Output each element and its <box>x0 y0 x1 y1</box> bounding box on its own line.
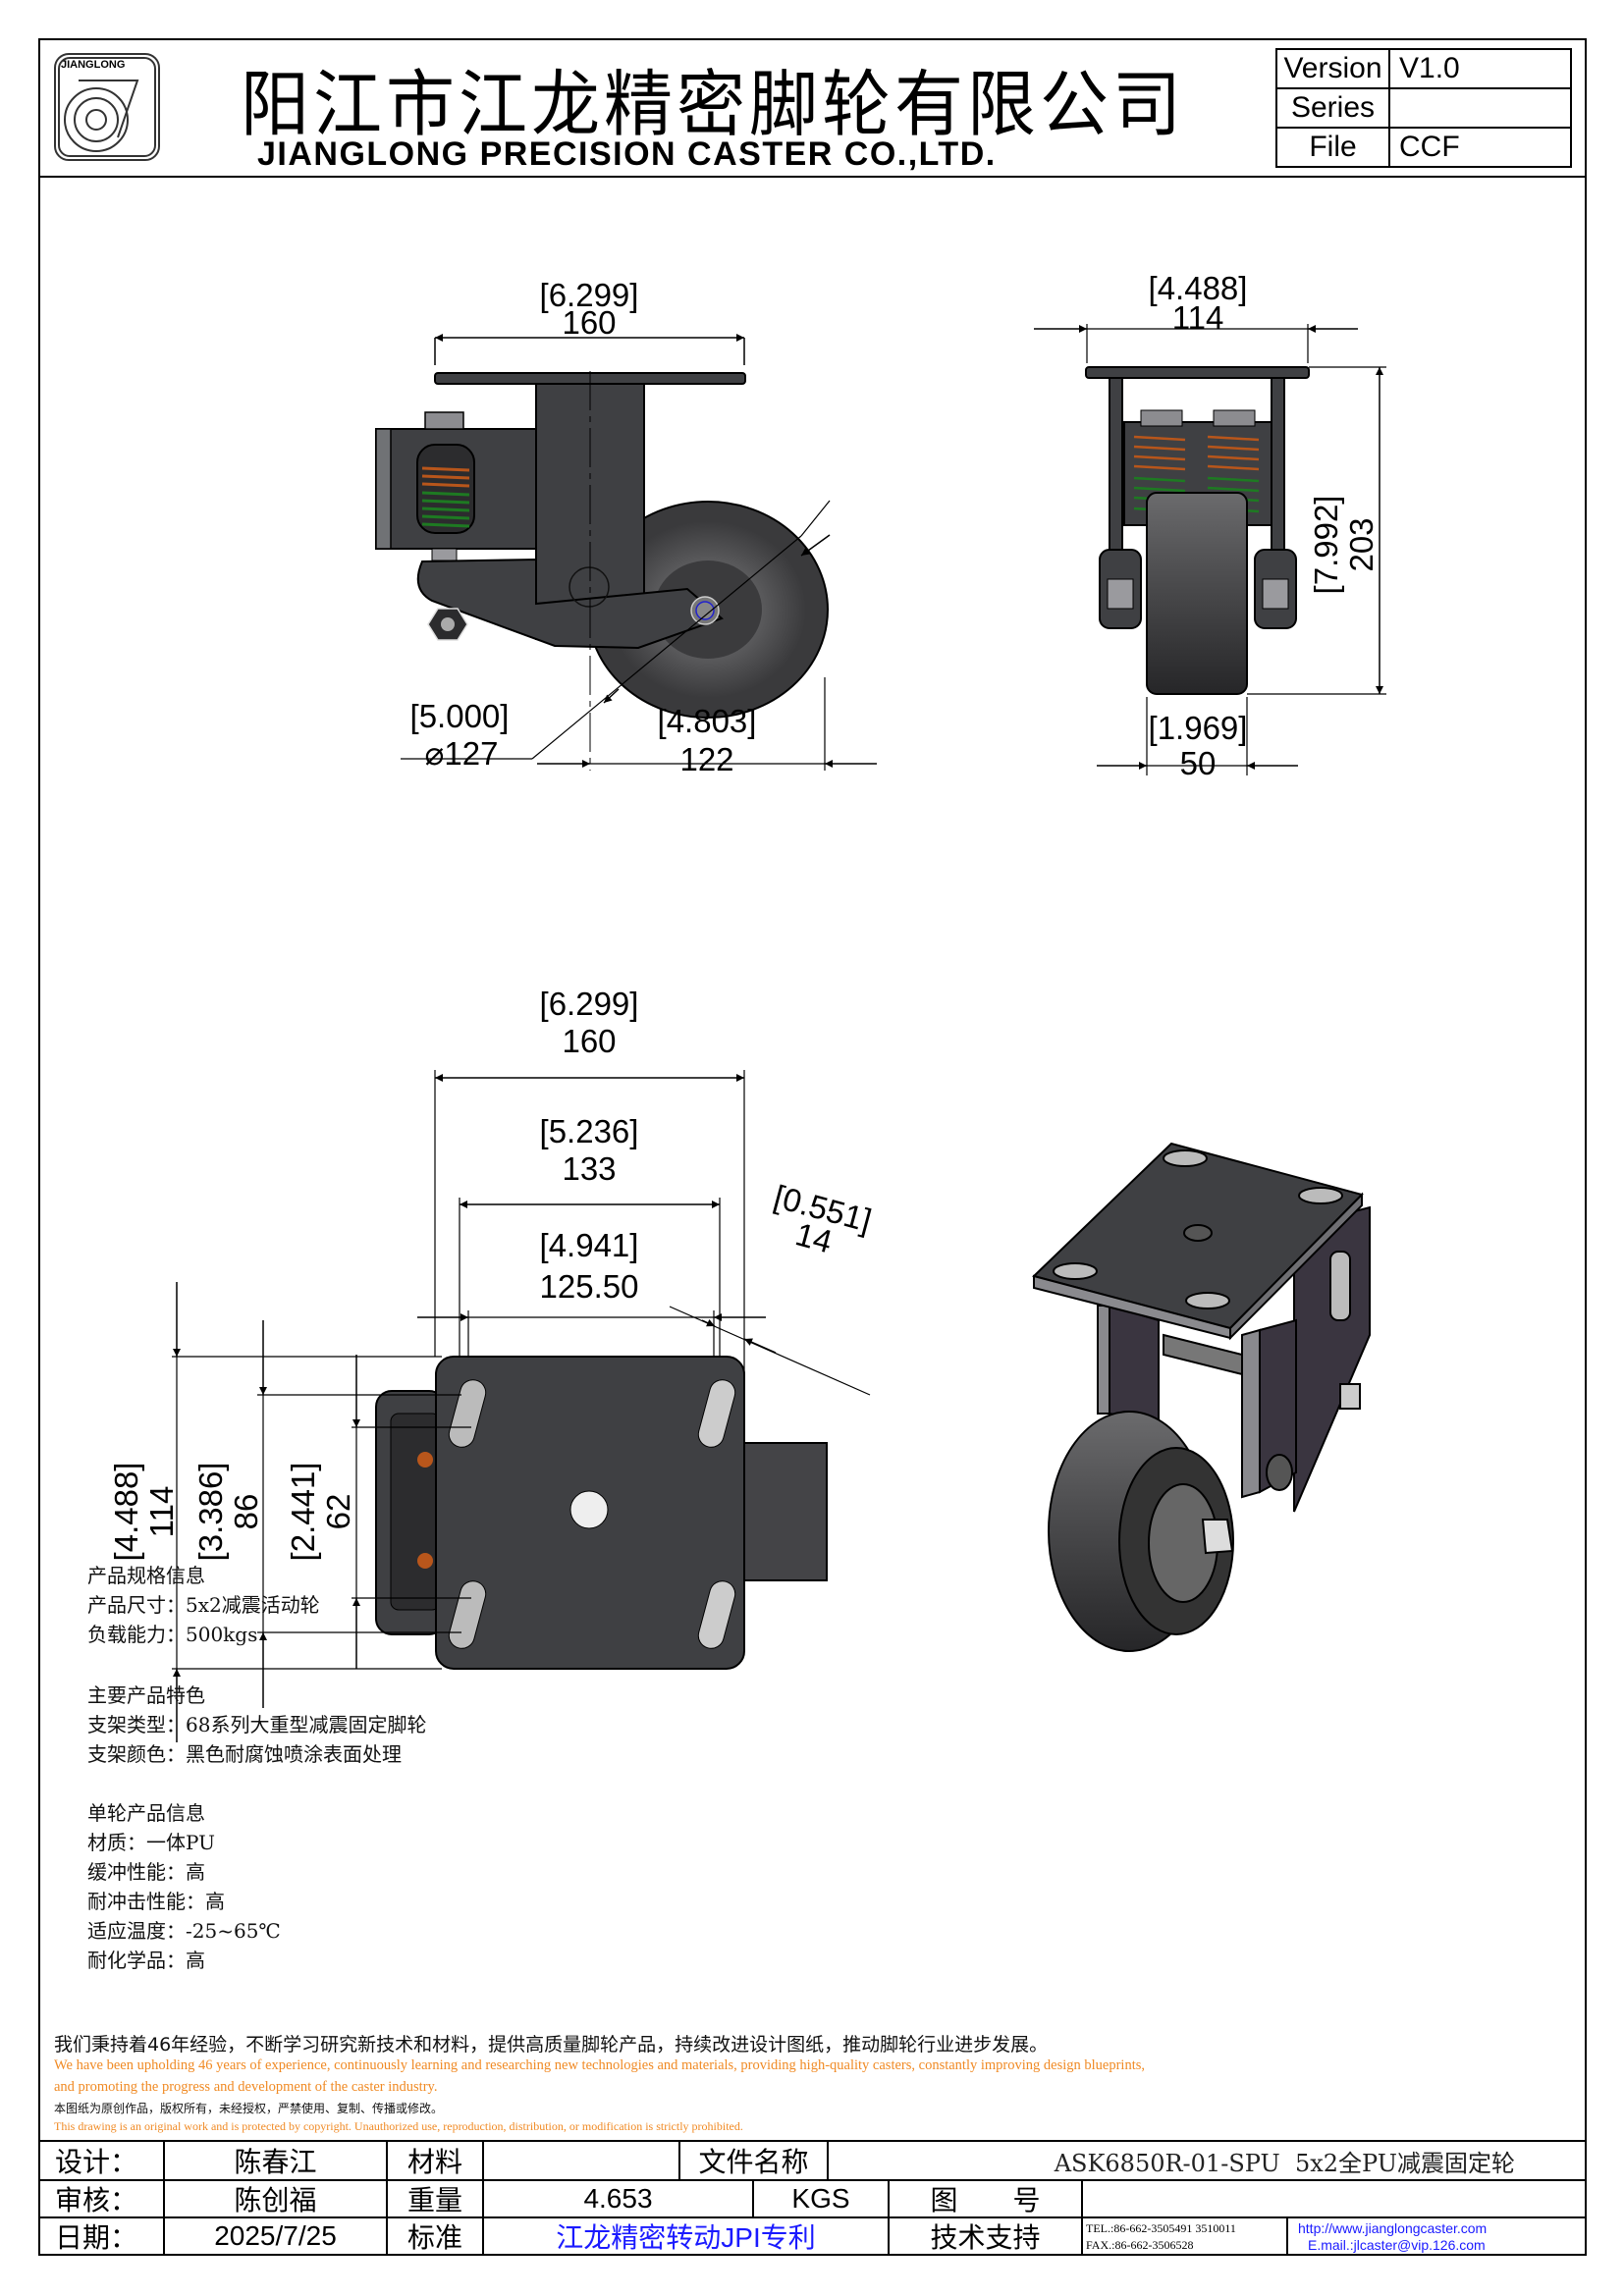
sheet-border <box>38 38 1587 2256</box>
hole-width-outer-inch: [3.386] <box>192 1463 229 1562</box>
series-label: Series <box>1290 91 1376 124</box>
weight-value: 4.653 <box>583 2183 653 2214</box>
logo-text: JIANGLONG <box>61 59 126 71</box>
spec-group-size: 产品规格信息 产品尺寸：5x2减震活动轮 负载能力：500kgs <box>87 1561 320 1649</box>
drawing-number-label: 图 号 <box>930 2185 1041 2216</box>
support-label: 技术支持 <box>930 2222 1041 2253</box>
email-link[interactable]: E.mail.:jlcaster@vip.126.com <box>1308 2237 1486 2253</box>
spec-heading: 产品规格信息 <box>87 1564 205 1587</box>
contact-phone: TEL.:86-662-3505491 3510011 FAX.:86-662-… <box>1086 2220 1236 2254</box>
company-logo <box>54 53 160 161</box>
hole-width-inner-mm: 62 <box>320 1494 356 1530</box>
plate-width-inch: [4.488] <box>108 1463 144 1562</box>
isometric-view <box>1032 1142 1371 1652</box>
spec-line: 负载能力：500kgs <box>87 1623 258 1646</box>
version-table <box>1275 48 1572 168</box>
hole-width-inner-inch: [2.441] <box>285 1463 321 1562</box>
title-block-grid <box>39 2140 1586 2255</box>
drawing-number-value <box>1082 2180 1586 2217</box>
hole-inner-mm: 125.50 <box>540 1268 639 1305</box>
plate-length-inch: [6.299] <box>540 986 639 1022</box>
company-name-en: JIANGLONG PRECISION CASTER CO.,LTD. <box>257 135 997 173</box>
side-view <box>375 334 877 771</box>
diameter-mm: ⌀127 <box>425 735 499 772</box>
front-view <box>1034 324 1386 775</box>
hole-outer-inch: [5.236] <box>540 1113 639 1149</box>
side-view-dimensions: [6.299] 160 [5.000] ⌀127 [4.803] 122 <box>410 277 757 777</box>
date-value: 2025/7/25 <box>214 2220 337 2251</box>
review-label: 审核： <box>55 2185 138 2216</box>
spec-heading: 主要产品特色 <box>87 1683 205 1707</box>
front-width-inch: [4.488] <box>1149 270 1248 306</box>
side-width-inch: [6.299] <box>540 277 639 313</box>
plate-length-mm: 160 <box>562 1023 616 1059</box>
front-view-dimensions: [4.488] 114 [7.992] 203 [1.969] 50 <box>1149 270 1380 781</box>
offset-mm: 122 <box>679 741 733 777</box>
fax-number: FAX.:86-662-3506528 <box>1086 2238 1194 2252</box>
height-mm: 203 <box>1343 517 1380 571</box>
copyright-cn: 本图纸为原创作品，版权所有，未经授权，严禁使用、复制、传播或修改。 <box>54 2102 444 2115</box>
version-value: V1.0 <box>1399 52 1460 84</box>
copyright-en: This drawing is an original work and is … <box>54 2119 743 2133</box>
reviewer-name: 陈创福 <box>234 2185 317 2216</box>
spec-line: 支架类型：68系列大重型减震固定脚轮 <box>87 1713 427 1736</box>
front-width-mm: 114 <box>1172 299 1224 336</box>
weight-label: 重量 <box>406 2185 462 2216</box>
filename-label: 文件名称 <box>698 2147 809 2177</box>
hole-outer-mm: 133 <box>562 1150 616 1187</box>
spec-line: 缓冲性能：高 <box>87 1860 205 1884</box>
spec-heading: 单轮产品信息 <box>87 1801 205 1825</box>
spec-line: 产品尺寸：5x2减震活动轮 <box>87 1593 320 1617</box>
spec-line: 耐冲击性能：高 <box>87 1890 225 1913</box>
file-value: CCF <box>1399 131 1460 163</box>
spec-line: 耐化学品：高 <box>87 1949 205 1972</box>
commitment-cn: 我们秉持着46年经验，不断学习研究新技术和材料，提供高质量脚轮产品，持续改进设计… <box>54 2034 1049 2056</box>
designer-name: 陈春江 <box>234 2147 317 2177</box>
commitment-en-1: We have been upholding 46 years of exper… <box>54 2057 1145 2073</box>
top-view-dimensions: [6.299] 160 [5.236] 133 [4.941] 125.50 [… <box>108 986 876 1561</box>
company-name-cn: 阳江市江龙精密脚轮有限公司 <box>241 62 1185 147</box>
material-value <box>483 2141 679 2180</box>
standard-value: 江龙精密转动JPI专利 <box>556 2222 816 2253</box>
spec-line: 支架颜色：黑色耐腐蚀喷涂表面处理 <box>87 1742 402 1766</box>
contact-web: http://www.jianglongcaster.com E.mail.:j… <box>1298 2220 1487 2254</box>
design-label: 设计： <box>55 2147 138 2177</box>
date-label: 日期： <box>55 2222 138 2253</box>
height-inch: [7.992] <box>1308 496 1344 595</box>
spec-line: 适应温度：-25~65℃ <box>87 1919 281 1943</box>
spec-group-wheel: 单轮产品信息 材质：一体PU 缓冲性能：高 耐冲击性能：高 适应温度：-25~6… <box>87 1798 281 1975</box>
standard-label: 标准 <box>406 2222 462 2253</box>
wheel-width-inch: [1.969] <box>1149 710 1248 746</box>
commitment-en-2: and promoting the progress and developme… <box>54 2079 438 2095</box>
version-label: Version <box>1283 52 1382 84</box>
top-view <box>172 1070 871 1742</box>
hole-width-outer-mm: 86 <box>228 1494 264 1530</box>
wheel-width-mm: 50 <box>1180 745 1217 781</box>
diameter-inch: [5.000] <box>410 698 510 734</box>
slot-mm: 14 <box>791 1215 836 1259</box>
offset-inch: [4.803] <box>658 703 757 739</box>
file-label: File <box>1309 131 1357 163</box>
hole-inner-inch: [4.941] <box>540 1227 639 1263</box>
spec-group-features: 主要产品特色 支架类型：68系列大重型减震固定脚轮 支架颜色：黑色耐腐蚀喷涂表面… <box>87 1681 426 1769</box>
material-label: 材料 <box>406 2147 462 2177</box>
plate-width-mm: 114 <box>143 1486 180 1538</box>
tel-number: TEL.:86-662-3505491 3510011 <box>1086 2221 1236 2235</box>
side-width-mm: 160 <box>562 304 616 341</box>
weight-unit: KGS <box>791 2183 850 2214</box>
spec-line: 材质：一体PU <box>87 1831 215 1854</box>
filename-value: ASK6850R-01-SPU 5x2全PU减震固定轮 <box>1054 2149 1515 2177</box>
website-link[interactable]: http://www.jianglongcaster.com <box>1298 2220 1488 2236</box>
